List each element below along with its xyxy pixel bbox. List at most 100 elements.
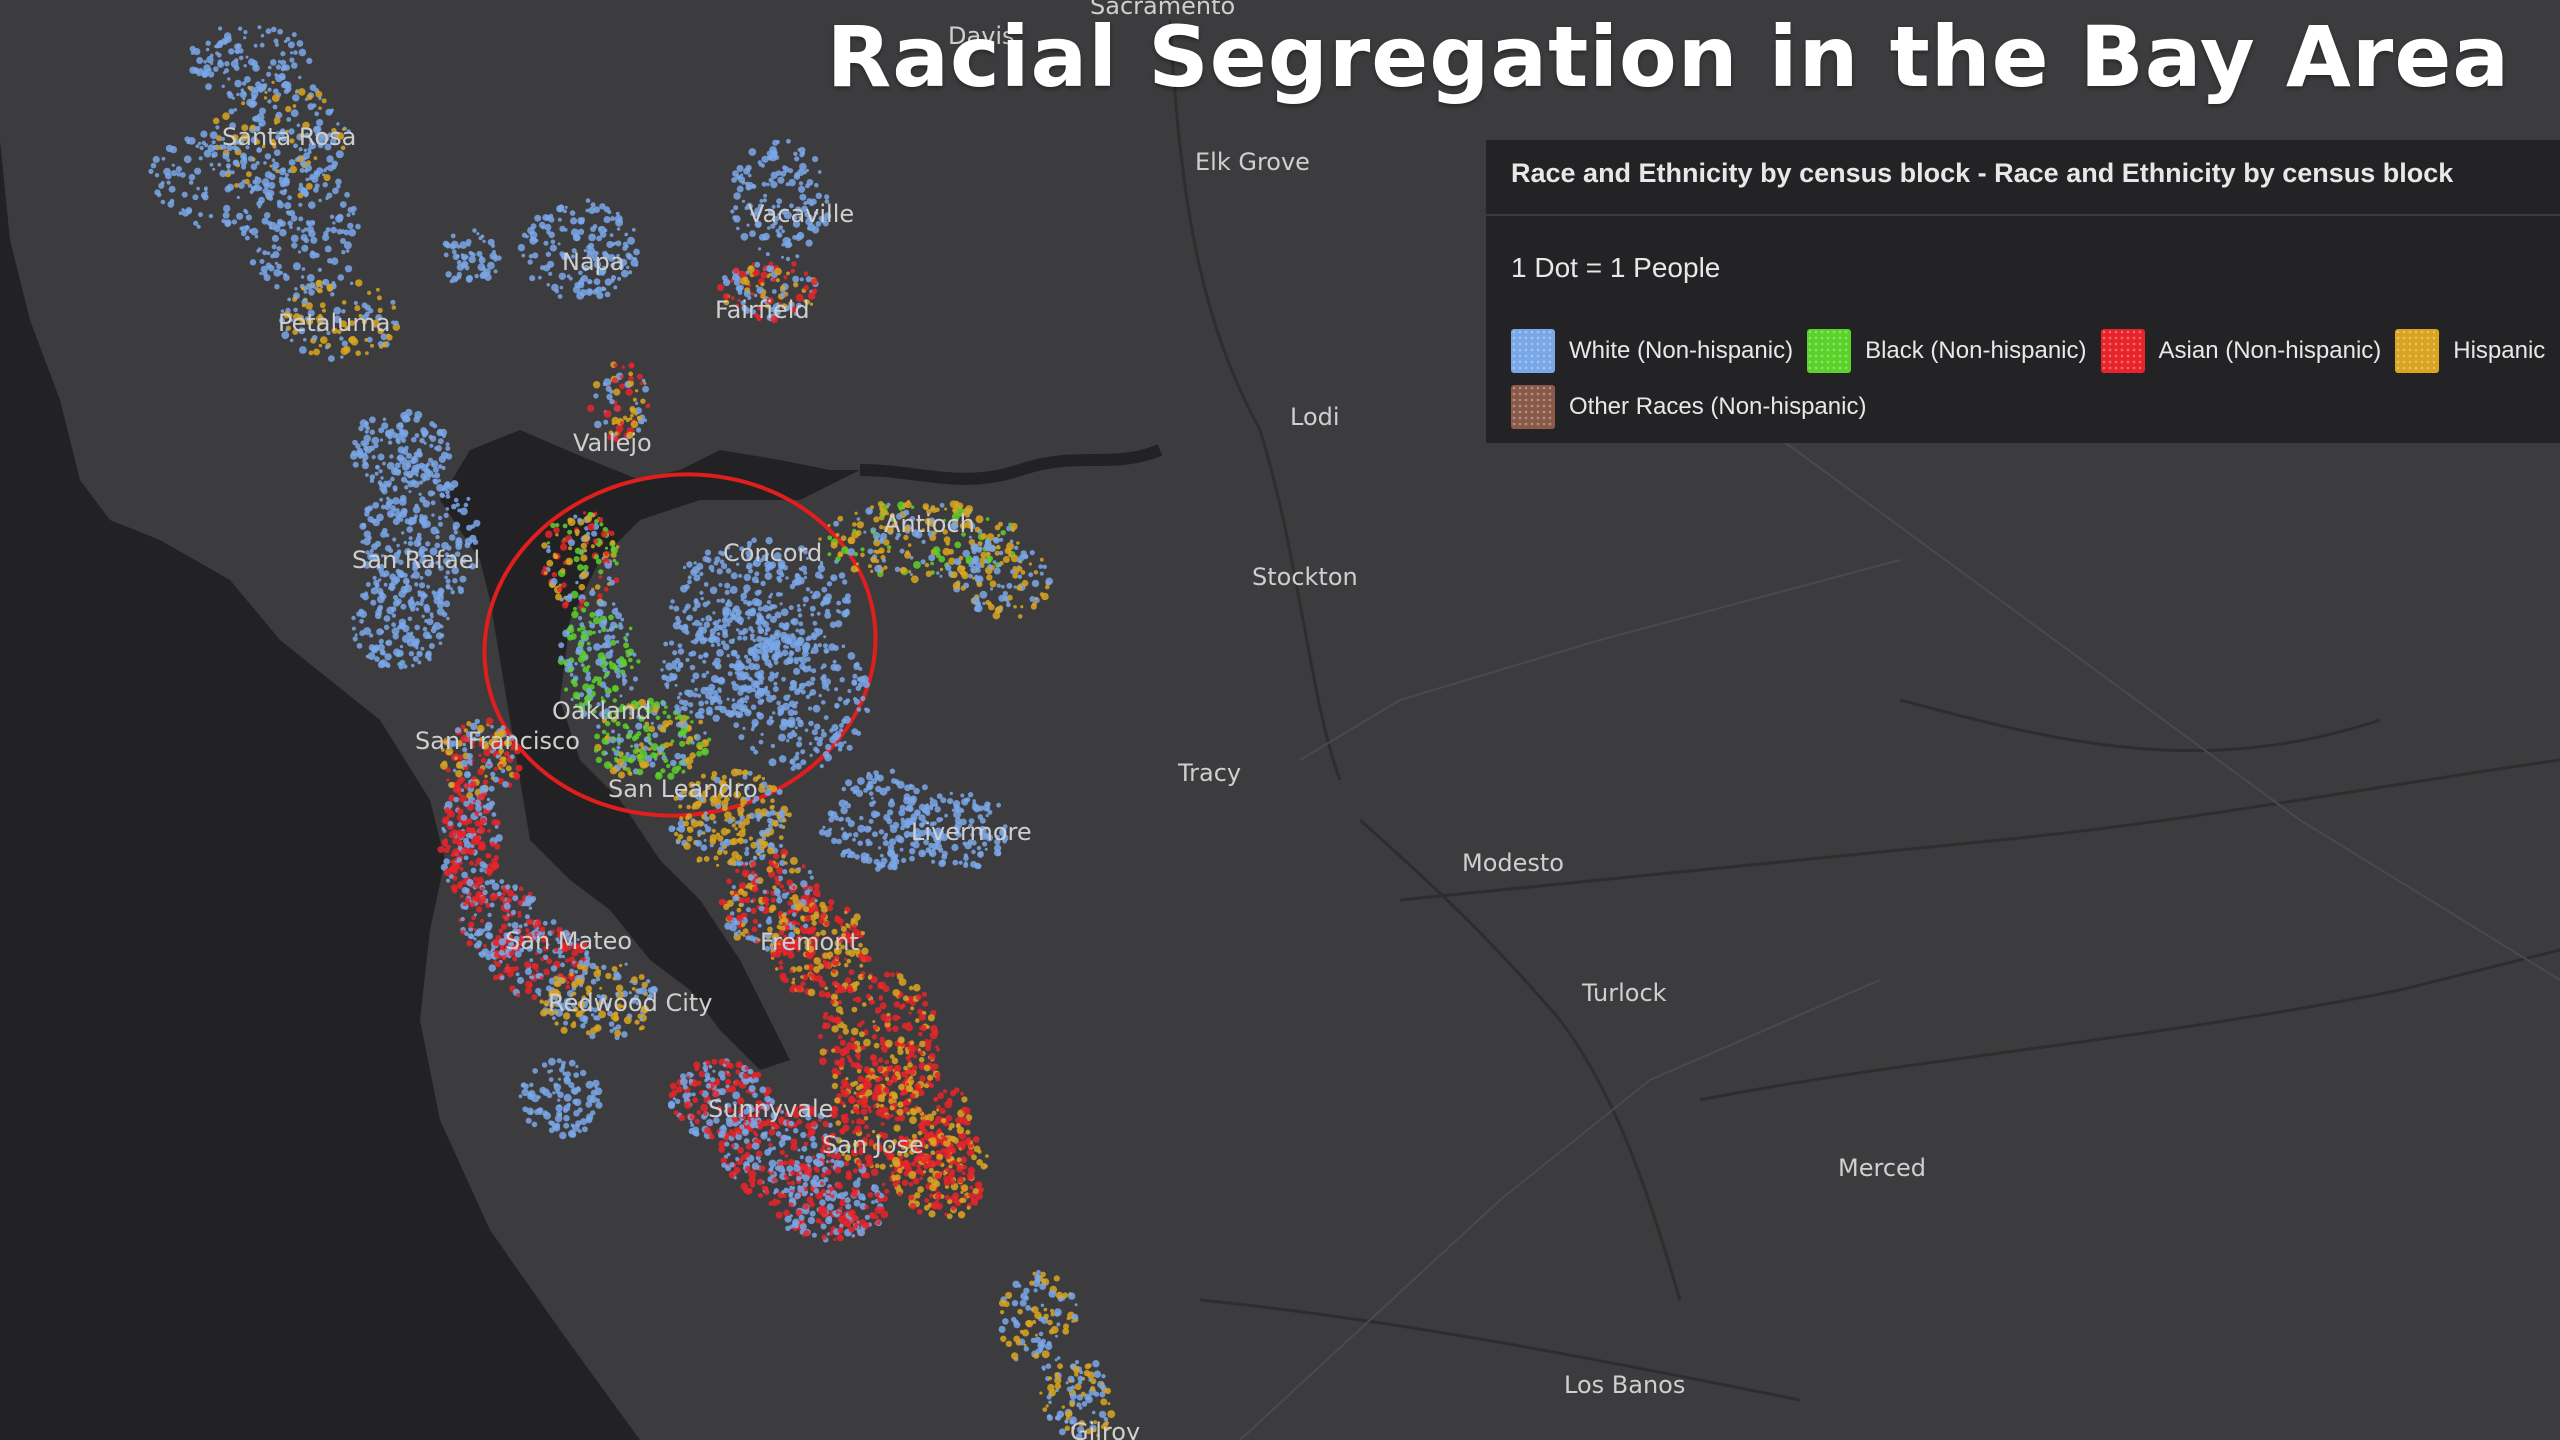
population-dot — [452, 578, 458, 584]
population-dot — [492, 974, 499, 981]
population-dot — [330, 226, 338, 234]
population-dot — [322, 173, 326, 177]
population-dot — [791, 261, 797, 267]
population-dot — [215, 125, 220, 130]
population-dot — [293, 307, 298, 313]
population-dot — [280, 59, 287, 66]
population-dot — [253, 43, 258, 48]
population-dot — [756, 635, 763, 643]
population-dot — [616, 227, 621, 231]
population-dot — [562, 602, 569, 609]
population-dot — [466, 772, 471, 777]
population-dot — [226, 183, 234, 191]
population-dot — [703, 582, 709, 587]
population-dot — [222, 152, 230, 160]
population-dot — [629, 665, 634, 670]
population-dot — [797, 148, 801, 152]
population-dot — [251, 60, 258, 67]
population-dot — [580, 663, 585, 667]
population-dot — [939, 567, 944, 572]
population-dot — [427, 562, 435, 569]
population-dot — [773, 889, 781, 897]
population-dot — [768, 595, 772, 599]
population-dot — [766, 552, 770, 556]
population-dot — [720, 640, 726, 646]
population-dot — [785, 547, 790, 552]
population-dot — [743, 654, 749, 659]
population-dot — [580, 542, 587, 550]
population-dot — [260, 265, 268, 273]
population-dot — [726, 654, 730, 658]
population-dot — [778, 755, 787, 763]
population-dot — [756, 648, 763, 655]
population-dot — [769, 306, 776, 313]
population-dot — [616, 253, 620, 258]
population-dot — [754, 207, 762, 215]
population-dot — [351, 615, 356, 621]
population-dot — [716, 849, 723, 856]
population-dot — [560, 1026, 568, 1034]
population-dot — [936, 1048, 940, 1052]
population-dot — [426, 584, 430, 589]
population-dot — [715, 663, 722, 670]
population-dot — [570, 217, 578, 225]
population-dot — [998, 550, 1004, 556]
population-dot — [361, 462, 369, 470]
population-dot — [789, 969, 793, 973]
population-dot — [463, 837, 469, 844]
population-dot — [986, 574, 993, 581]
population-dot — [382, 461, 386, 466]
population-dot — [197, 141, 202, 146]
population-dot — [609, 766, 618, 775]
population-dot — [660, 668, 664, 672]
population-dot — [271, 234, 279, 243]
population-dot — [802, 603, 806, 607]
population-dot — [211, 154, 216, 158]
population-dot — [847, 689, 852, 693]
population-dot — [408, 490, 412, 494]
population-dot — [310, 236, 318, 244]
population-dot — [150, 162, 157, 169]
population-dot — [374, 540, 382, 548]
population-dot — [244, 210, 249, 215]
population-dot — [610, 262, 615, 268]
population-dot — [767, 817, 773, 824]
population-dot — [768, 177, 774, 183]
population-dot — [459, 241, 468, 249]
population-dot — [604, 671, 610, 677]
population-dot — [524, 980, 533, 988]
population-dot — [445, 578, 451, 584]
population-dot — [764, 631, 768, 636]
population-dot — [761, 776, 766, 781]
population-dot — [451, 503, 457, 510]
population-dot — [356, 642, 363, 649]
population-dot — [795, 206, 802, 213]
highlight-circle — [482, 472, 878, 818]
population-dot — [774, 611, 782, 619]
population-dot — [770, 315, 779, 324]
population-dot — [599, 522, 604, 527]
population-dot — [663, 641, 669, 647]
population-dot — [296, 226, 301, 231]
population-dot — [288, 159, 296, 166]
population-dot — [847, 536, 856, 545]
population-dot — [539, 265, 546, 271]
population-dot — [448, 781, 455, 789]
population-dot — [765, 303, 770, 309]
population-dot — [441, 611, 448, 618]
population-dot — [278, 167, 287, 176]
population-dot — [464, 897, 470, 903]
population-dot — [487, 829, 491, 833]
population-dot — [735, 628, 740, 632]
population-dot — [713, 820, 717, 824]
population-dot — [789, 908, 794, 913]
population-dot — [343, 345, 351, 354]
population-dot — [269, 226, 273, 230]
population-dot — [470, 839, 477, 846]
population-dot — [449, 243, 456, 250]
population-dot — [860, 931, 866, 936]
population-dot — [277, 28, 283, 35]
population-dot — [331, 327, 338, 334]
population-dot — [461, 253, 468, 261]
population-dot — [601, 655, 607, 662]
